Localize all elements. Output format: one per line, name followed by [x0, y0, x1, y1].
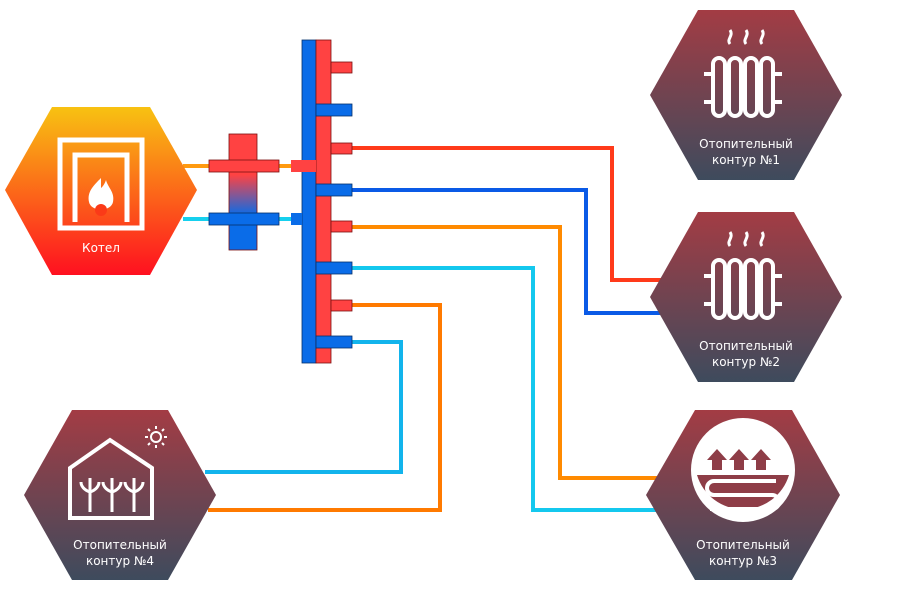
- circuit-4-node: Отопительный контур №4: [24, 410, 216, 580]
- pipe-supply-2: [352, 146, 662, 282]
- pipe-supply-3: [352, 225, 660, 480]
- sun-icon: [145, 426, 167, 448]
- radiator-icon: [704, 231, 782, 320]
- radiator-icon: [704, 29, 782, 118]
- circuit-4-label-line1: Отопительный: [73, 538, 167, 552]
- circuit-2-label-line1: Отопительный: [699, 339, 793, 353]
- greenhouse-icon: [68, 437, 154, 520]
- circuit-3-label-line2: контур №3: [709, 554, 777, 568]
- manifold: [291, 39, 353, 364]
- underfloor-heating-icon: [691, 418, 795, 522]
- circuit-1-label-line1: Отопительный: [699, 137, 793, 151]
- boiler-icon: [57, 137, 145, 231]
- circuit-4-label-line2: контур №4: [86, 554, 154, 568]
- circuit-1-node: Отопительный контур №1: [650, 10, 842, 180]
- pipe-supply-4: [208, 303, 442, 512]
- hydraulic-separator: [208, 133, 280, 251]
- circuit-2-node: Отопительный контур №2: [650, 212, 842, 382]
- circuit-2-label-line2: контур №2: [712, 355, 780, 369]
- circuit-3-label-line1: Отопительный: [696, 538, 790, 552]
- circuit-3-node: Отопительный контур №3: [646, 410, 840, 580]
- pipe-return-2: [352, 188, 662, 315]
- pipes: [183, 65, 668, 512]
- pipe-return-4: [205, 340, 403, 474]
- circuit-1-label-line2: контур №1: [712, 153, 780, 167]
- boiler-node: Котел: [5, 107, 197, 275]
- pipe-return-3: [352, 266, 660, 512]
- boiler-label: Котел: [82, 241, 120, 255]
